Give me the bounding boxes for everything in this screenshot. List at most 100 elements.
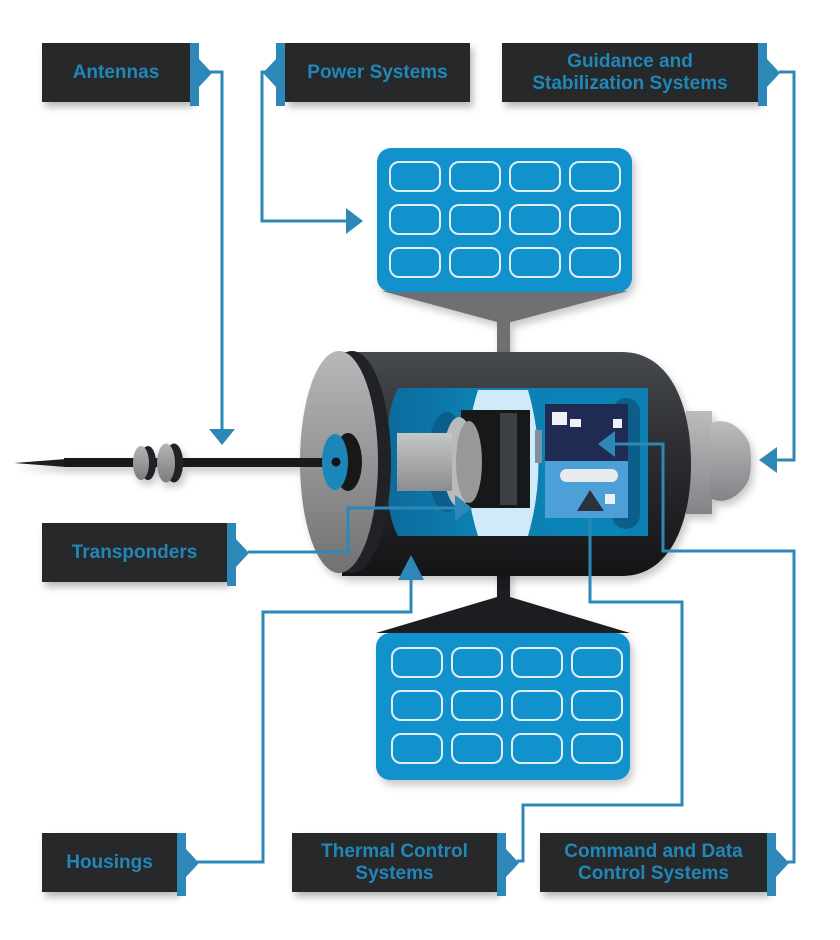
callout-pointer-icon bbox=[506, 848, 519, 877]
indicator-chip-small bbox=[570, 419, 581, 427]
label-guidance-stabilization: Guidance and Stabilization Systems bbox=[502, 43, 780, 106]
solar-cell bbox=[451, 690, 503, 721]
solar-cell bbox=[389, 204, 441, 235]
solar-cell bbox=[511, 647, 563, 678]
satellite-body-group bbox=[14, 351, 751, 576]
callout-tab bbox=[227, 523, 236, 586]
label-line: Power Systems bbox=[307, 61, 448, 83]
antenna-boom bbox=[64, 458, 336, 467]
solar-cell bbox=[571, 733, 623, 764]
label-line: Stabilization Systems bbox=[532, 72, 728, 94]
solar-array-top bbox=[377, 148, 632, 356]
solar-cell bbox=[391, 690, 443, 721]
solar-cell bbox=[509, 204, 561, 235]
solar-cell bbox=[511, 733, 563, 764]
equipment-box-panel bbox=[500, 413, 517, 505]
label-line: Command and Data bbox=[564, 840, 743, 862]
callout-pointer-icon bbox=[199, 58, 212, 87]
annotations bbox=[197, 70, 796, 864]
vent-triangle bbox=[577, 490, 604, 511]
callout-tab bbox=[276, 43, 285, 106]
callout-pointer-icon bbox=[776, 848, 789, 877]
label-housings-text: Housings bbox=[42, 852, 177, 874]
indicator-chip-bottom bbox=[605, 494, 615, 504]
solar-cell bbox=[449, 204, 501, 235]
panel-mast-top bbox=[497, 318, 510, 356]
indicator-pill bbox=[560, 469, 618, 482]
arrow-guidance-icon bbox=[759, 447, 777, 473]
solar-cell bbox=[449, 247, 501, 278]
label-transponders-text: Transponders bbox=[42, 542, 227, 564]
callout-pointer-icon bbox=[767, 58, 780, 87]
panel-strut-top bbox=[382, 291, 628, 322]
solar-panel-top bbox=[377, 148, 632, 292]
solar-cell bbox=[571, 690, 623, 721]
callout-pointer-icon bbox=[236, 538, 249, 567]
panel-mast-bottom bbox=[497, 570, 510, 602]
solar-cell bbox=[391, 733, 443, 764]
transponder-cap-inner bbox=[456, 421, 482, 503]
solar-cell bbox=[569, 204, 621, 235]
label-antennas-text: Antennas bbox=[42, 62, 190, 84]
label-transponders: Transponders bbox=[42, 523, 249, 586]
transponder-cylinder bbox=[397, 433, 452, 491]
label-thermal-text: Thermal Control Systems bbox=[292, 841, 497, 885]
label-line: Systems bbox=[355, 862, 434, 884]
arrow-transponders-icon bbox=[455, 495, 472, 521]
solar-cell bbox=[449, 161, 501, 192]
panel-strut-bottom bbox=[376, 597, 630, 633]
label-line: Thermal Control bbox=[321, 840, 468, 862]
label-housings: Housings bbox=[42, 833, 199, 896]
label-line: Control Systems bbox=[578, 862, 729, 884]
label-line: Guidance and bbox=[567, 50, 693, 72]
callout-tab bbox=[767, 833, 776, 896]
solar-cells-bottom bbox=[391, 647, 623, 764]
connector-thermal-line bbox=[517, 519, 684, 863]
label-line: Antennas bbox=[72, 61, 160, 83]
antenna-disk2 bbox=[157, 443, 175, 483]
indicator-chip-large bbox=[552, 412, 567, 425]
label-thermal-control: Thermal Control Systems bbox=[292, 833, 519, 896]
label-antennas: Antennas bbox=[42, 43, 212, 106]
connector-antennas-line bbox=[210, 70, 224, 429]
arrow-command-icon bbox=[598, 431, 615, 457]
solar-cell bbox=[509, 161, 561, 192]
arrow-power-icon bbox=[346, 208, 363, 234]
label-line: Housings bbox=[66, 851, 153, 873]
solar-cell bbox=[511, 690, 563, 721]
antenna-hub-pin bbox=[331, 457, 341, 467]
callout-tab bbox=[758, 43, 767, 106]
connector-transponders-line bbox=[248, 506, 456, 554]
solar-cell bbox=[391, 647, 443, 678]
solar-cell bbox=[571, 647, 623, 678]
solar-cell bbox=[509, 247, 561, 278]
label-guidance-text: Guidance and Stabilization Systems bbox=[502, 51, 758, 95]
callout-tab bbox=[177, 833, 186, 896]
label-line: Transponders bbox=[71, 541, 198, 563]
callout-pointer-icon bbox=[263, 58, 276, 87]
arrow-housings-icon bbox=[398, 555, 424, 580]
solar-cell bbox=[451, 733, 503, 764]
antenna-assembly bbox=[14, 351, 391, 573]
connector-housings-line bbox=[197, 579, 413, 864]
indicator-chip-right bbox=[613, 419, 622, 428]
antenna-needle bbox=[14, 459, 66, 467]
connector-guidance-line bbox=[777, 70, 796, 462]
label-command-data: Command and Data Control Systems bbox=[540, 833, 789, 896]
solar-cell bbox=[389, 161, 441, 192]
solar-cell bbox=[569, 161, 621, 192]
connector-command-line bbox=[615, 442, 796, 864]
solar-cells-top bbox=[389, 161, 621, 278]
interior-cutaway bbox=[385, 388, 648, 536]
callout-tab bbox=[497, 833, 506, 896]
callout-tab bbox=[190, 43, 199, 106]
label-command-text: Command and Data Control Systems bbox=[540, 841, 767, 885]
thruster-nozzle bbox=[710, 421, 751, 501]
solar-cell bbox=[451, 647, 503, 678]
label-power-systems-text: Power Systems bbox=[285, 62, 470, 84]
solar-cell bbox=[389, 247, 441, 278]
solar-array-bottom bbox=[376, 570, 630, 780]
solar-cell bbox=[569, 247, 621, 278]
